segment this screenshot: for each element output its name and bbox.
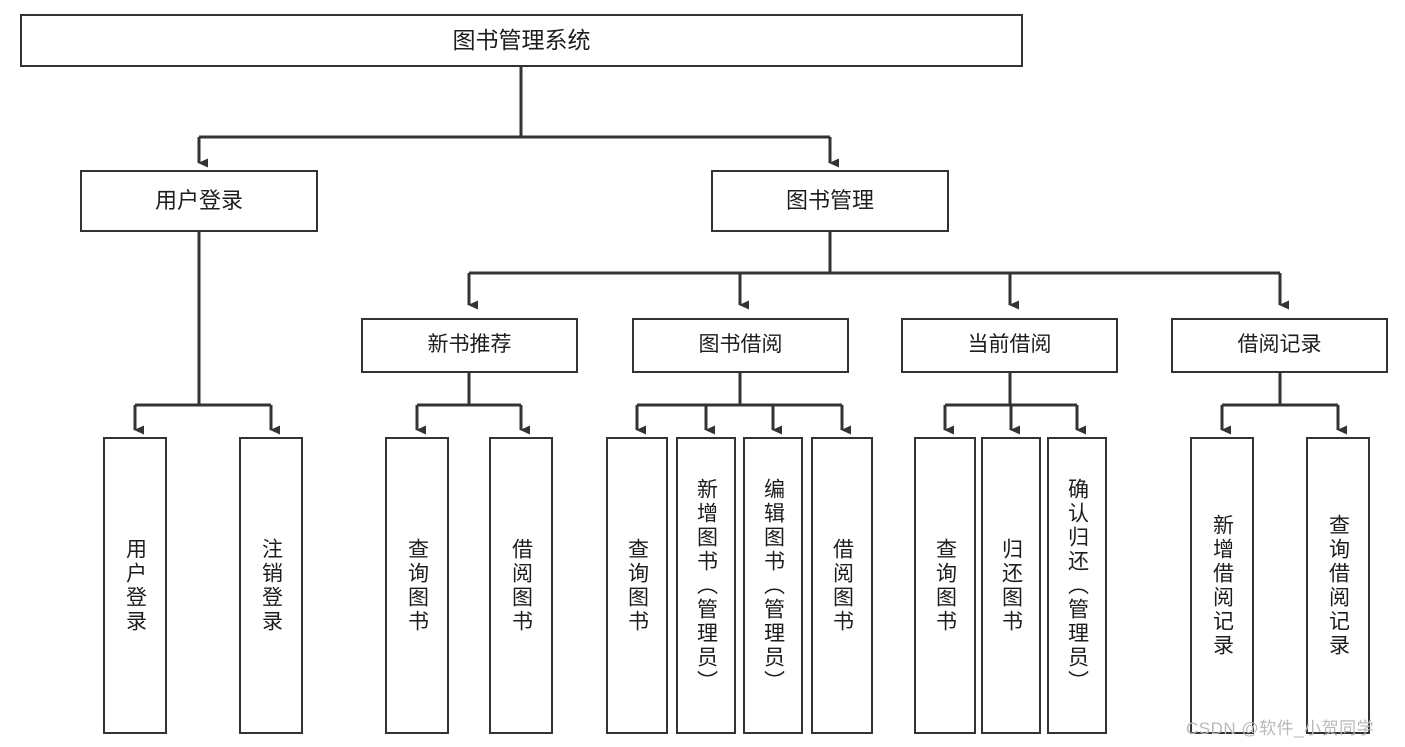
node-borrow-leaf-4-label: 借阅图书	[830, 537, 854, 634]
node-user-login-leaf-1-label: 用户登录	[123, 537, 147, 634]
node-record-leaf-1-label: 新增借阅记录	[1210, 513, 1234, 658]
node-borrow-record[interactable]: 借阅记录	[1171, 318, 1388, 373]
node-user-login[interactable]: 用户登录	[80, 170, 318, 232]
node-new-book-leaf-2[interactable]: 借阅图书	[489, 437, 553, 734]
node-book-management-label: 图书管理	[785, 188, 874, 214]
node-borrow-record-label: 借阅记录	[1237, 333, 1322, 357]
node-record-leaf-1[interactable]: 新增借阅记录	[1190, 437, 1254, 734]
node-user-login-leaf-1[interactable]: 用户登录	[103, 437, 167, 734]
node-new-book-leaf-1[interactable]: 查询图书	[385, 437, 449, 734]
node-borrow-leaf-2-label: 新增图书（管理员）	[694, 477, 718, 694]
node-current-borrow-leaf-1-label: 查询图书	[933, 537, 957, 634]
node-borrow-leaf-1[interactable]: 查询图书	[606, 437, 668, 734]
node-borrow-leaf-3-label: 编辑图书（管理员）	[761, 477, 785, 694]
node-current-borrow-leaf-2[interactable]: 归还图书	[981, 437, 1041, 734]
node-current-borrow-label: 当前借阅	[967, 333, 1052, 357]
node-user-login-leaf-2-label: 注销登录	[259, 537, 283, 634]
node-new-book-leaf-1-label: 查询图书	[405, 537, 429, 634]
node-borrow-leaf-1-label: 查询图书	[625, 537, 649, 634]
node-new-book-leaf-2-label: 借阅图书	[509, 537, 533, 634]
node-book-borrow[interactable]: 图书借阅	[632, 318, 849, 373]
node-user-login-leaf-2[interactable]: 注销登录	[239, 437, 303, 734]
node-book-management[interactable]: 图书管理	[711, 170, 949, 232]
node-record-leaf-2-label: 查询借阅记录	[1326, 513, 1350, 658]
node-new-book-recommend-label: 新书推荐	[427, 333, 512, 357]
node-root-label: 图书管理系统	[452, 26, 591, 53]
node-current-borrow-leaf-1[interactable]: 查询图书	[914, 437, 976, 734]
node-record-leaf-2[interactable]: 查询借阅记录	[1306, 437, 1370, 734]
node-borrow-leaf-2[interactable]: 新增图书（管理员）	[676, 437, 736, 734]
node-current-borrow-leaf-2-label: 归还图书	[999, 537, 1023, 634]
node-current-borrow[interactable]: 当前借阅	[901, 318, 1118, 373]
node-current-borrow-leaf-3[interactable]: 确认归还（管理员）	[1047, 437, 1107, 734]
node-current-borrow-leaf-3-label: 确认归还（管理员）	[1065, 477, 1089, 694]
csdn-watermark: CSDN @软件_小贺同学	[1186, 719, 1375, 738]
node-root[interactable]: 图书管理系统	[20, 14, 1023, 67]
node-borrow-leaf-3[interactable]: 编辑图书（管理员）	[743, 437, 803, 734]
node-user-login-label: 用户登录	[154, 188, 243, 214]
node-borrow-leaf-4[interactable]: 借阅图书	[811, 437, 873, 734]
node-new-book-recommend[interactable]: 新书推荐	[361, 318, 578, 373]
node-book-borrow-label: 图书借阅	[698, 333, 783, 357]
